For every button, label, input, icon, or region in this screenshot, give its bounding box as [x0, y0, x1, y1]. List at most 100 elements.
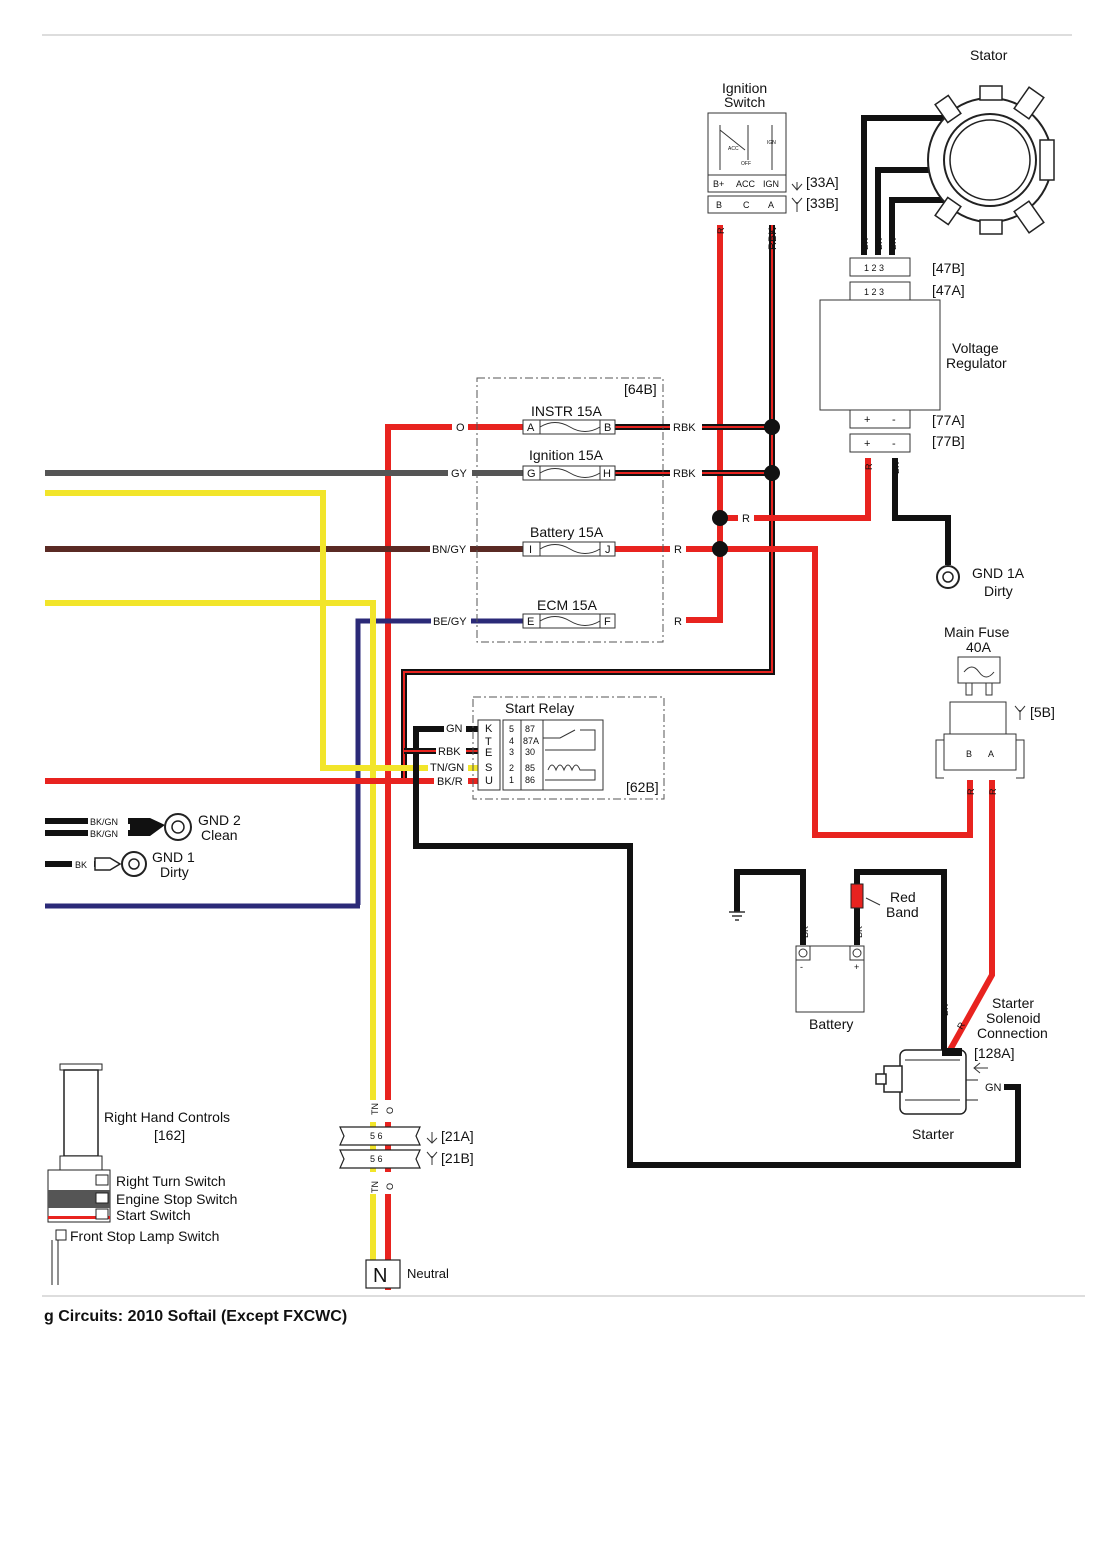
regulator-plus-a: +: [864, 414, 870, 426]
conn-33a: [33A]: [806, 174, 839, 190]
gnd1-label-2: Dirty: [160, 864, 189, 880]
fork-icon: [791, 197, 803, 212]
start-relay-label: Start Relay: [505, 700, 574, 716]
relay-num-1: 1: [509, 775, 514, 785]
fuse-ecm-in: E: [527, 616, 534, 628]
ignition-inner-acc: ACC: [728, 146, 739, 152]
wire-stator-3: [889, 197, 945, 255]
ignition-inner-off: OFF: [741, 161, 751, 167]
junction-dot: [764, 465, 780, 481]
gnd1-label-1: GND 1: [152, 849, 195, 865]
relay-num-3: 3: [509, 747, 514, 757]
gnd2-label-2: Clean: [201, 827, 238, 843]
regulator-plus-b: +: [864, 438, 870, 450]
label-bg: [670, 420, 702, 434]
label-bg: [982, 1080, 1004, 1093]
main-fuse-wire-r-b: R: [966, 788, 976, 795]
relay-cont-85: 85: [525, 763, 535, 773]
neutral-symbol: N: [373, 1265, 387, 1287]
relay-wire-tngn: TN/GN: [430, 762, 464, 774]
fuse-ignition-name: Ignition 15A: [529, 447, 604, 463]
wire-solenoid-r: [947, 780, 995, 1052]
wire-label-rbk-1: RBK: [673, 422, 696, 434]
wire-label-bngy: BN/GY: [432, 544, 467, 556]
gnd1-wire: BK: [75, 860, 87, 870]
gnd-1-icon: [94, 851, 147, 877]
page-caption: g Circuits: 2010 Softail (Except FXCWC): [44, 1308, 347, 1325]
stator-wire-bk-2: BK: [874, 238, 884, 250]
conn21-wire-tn-top: TN: [370, 1103, 380, 1115]
ignition-term-c: C: [743, 200, 750, 210]
conn-47b-box: [849, 257, 911, 277]
arrow-down-icon: [791, 182, 803, 191]
conn21a-pins: 5 6: [370, 1131, 383, 1141]
ignition-term-b: B: [716, 200, 722, 210]
label-bg: [670, 542, 686, 556]
wire-label-gy: GY: [451, 468, 468, 480]
neutral-label: Neutral: [407, 1266, 449, 1281]
wire-label-rbk-vert: RBK: [767, 227, 779, 250]
starter-motor-icon: [875, 1048, 978, 1115]
battery-wire-bk-neg: BK: [800, 926, 810, 938]
stator-icon: [927, 85, 1055, 235]
relay-pin-s: S: [485, 762, 492, 774]
switch-start: Start Switch: [116, 1207, 191, 1223]
wire-reg-r: [720, 458, 871, 521]
label-bg: [670, 614, 686, 628]
solenoid-label-3: Connection: [977, 1025, 1048, 1041]
regulator-minus-a: -: [892, 414, 896, 426]
battery-icon: - +: [795, 945, 865, 1013]
ignition-pin-bplus: B+: [713, 179, 724, 189]
conn21-wire-o-top: O: [385, 1107, 395, 1114]
label-bg: [434, 774, 468, 787]
regulator-minus-b: -: [892, 438, 896, 450]
start-relay-conn: [62B]: [626, 779, 659, 795]
fuse-ignition-out: H: [603, 468, 611, 480]
chassis-ground-icon: [729, 911, 745, 921]
wire-label-r-ecm: R: [674, 616, 682, 628]
voltage-regulator-label-1: Voltage: [952, 340, 999, 356]
main-fuse-connector: [935, 701, 1025, 779]
label-bg: [368, 1172, 392, 1194]
regulator-pins-47a: 1 2 3: [864, 287, 884, 297]
svg-text:+: +: [854, 962, 859, 972]
relay-wire-bkr: BK/R: [437, 776, 463, 788]
relay-pin-e: E: [485, 747, 492, 759]
fuse-ecm-out: F: [604, 616, 611, 628]
switch-engine-stop: Engine Stop Switch: [116, 1191, 237, 1207]
label-bg: [444, 722, 466, 735]
conn21-wire-tn-bot: TN: [370, 1181, 380, 1193]
conn-5b: [5B]: [1030, 704, 1055, 720]
wire-label-rbk-2: RBK: [673, 468, 696, 480]
relay-cont-87a: 87A: [523, 736, 539, 746]
battery-wire-bk-pos: BK: [854, 926, 864, 938]
conn21-wire-o-bot: O: [385, 1183, 395, 1190]
gnd2-wire-a: BK/GN: [90, 817, 118, 827]
fuse-ecm: [522, 613, 616, 629]
wire-label-r: R: [716, 227, 726, 234]
right-hand-controls-icon: [47, 1063, 111, 1285]
starter-wire-bk: BK: [940, 1004, 950, 1016]
ignition-inner-ign: IGN: [767, 140, 776, 146]
stator-wire-bk-3: BK: [888, 238, 898, 250]
relay-pin-k: K: [485, 723, 493, 735]
fuse-battery-out: J: [605, 544, 611, 556]
wire-label-r-reg: R: [742, 513, 750, 525]
wire-ign-r: [670, 225, 723, 623]
gnd2-wire-b: BK/GN: [90, 829, 118, 839]
ignition-switch-label-1: Ignition: [722, 80, 767, 96]
arrow-down-icon: [426, 1132, 438, 1144]
wire-ign-rbk-stripe: [403, 225, 773, 780]
switch-right-turn: Right Turn Switch: [116, 1173, 226, 1189]
main-fuse-label-1: Main Fuse: [944, 624, 1010, 640]
fuse-instr-in: A: [527, 422, 535, 434]
fuse-battery: [522, 541, 616, 557]
label-bg: [738, 511, 754, 525]
relay-cont-30: 30: [525, 747, 535, 757]
red-band-label-2: Band: [886, 904, 919, 920]
conn-77a: [77A]: [932, 412, 965, 428]
fuse-battery-in: I: [529, 544, 532, 556]
stator-label: Stator: [970, 47, 1008, 63]
fuse-battery-name: Battery 15A: [530, 524, 604, 540]
